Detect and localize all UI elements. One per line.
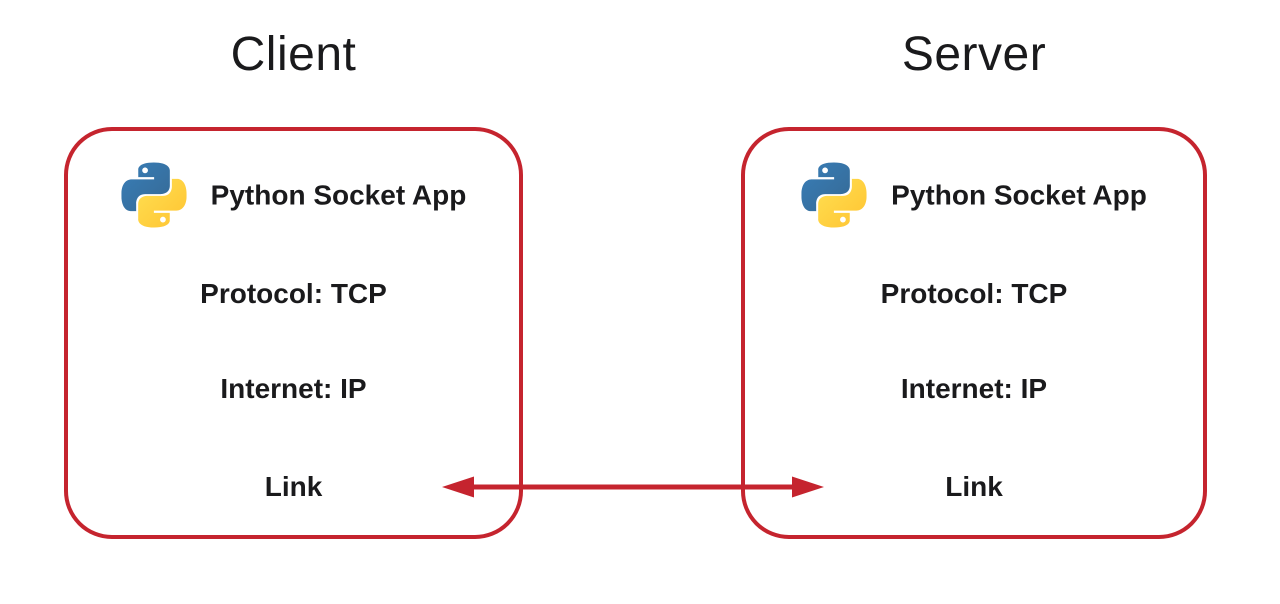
client-app-label: Python Socket App [210, 179, 467, 210]
server-link-layer-label: Link [945, 471, 1003, 502]
bidirectional-arrow-icon [442, 476, 824, 498]
client-node-box: Python Socket App Protocol: TCP Internet… [64, 127, 523, 539]
server-internet-layer-label: Internet: IP [900, 373, 1048, 404]
client-node-title: Client [230, 28, 357, 81]
server-app-row: Python Socket App [745, 163, 1203, 228]
client-app-row: Python Socket App [68, 163, 519, 228]
python-logo-icon [121, 163, 187, 228]
server-node-title: Server [901, 28, 1047, 81]
client-internet-layer-label: Internet: IP [220, 373, 367, 404]
server-node-box: Python Socket App Protocol: TCP Internet… [741, 127, 1207, 539]
client-link-layer-label: Link [264, 471, 323, 502]
client-protocol-layer-label: Protocol: TCP [200, 278, 387, 309]
server-protocol-layer-label: Protocol: TCP [880, 278, 1068, 309]
server-app-label: Python Socket App [891, 179, 1147, 210]
python-logo-icon [801, 163, 867, 228]
